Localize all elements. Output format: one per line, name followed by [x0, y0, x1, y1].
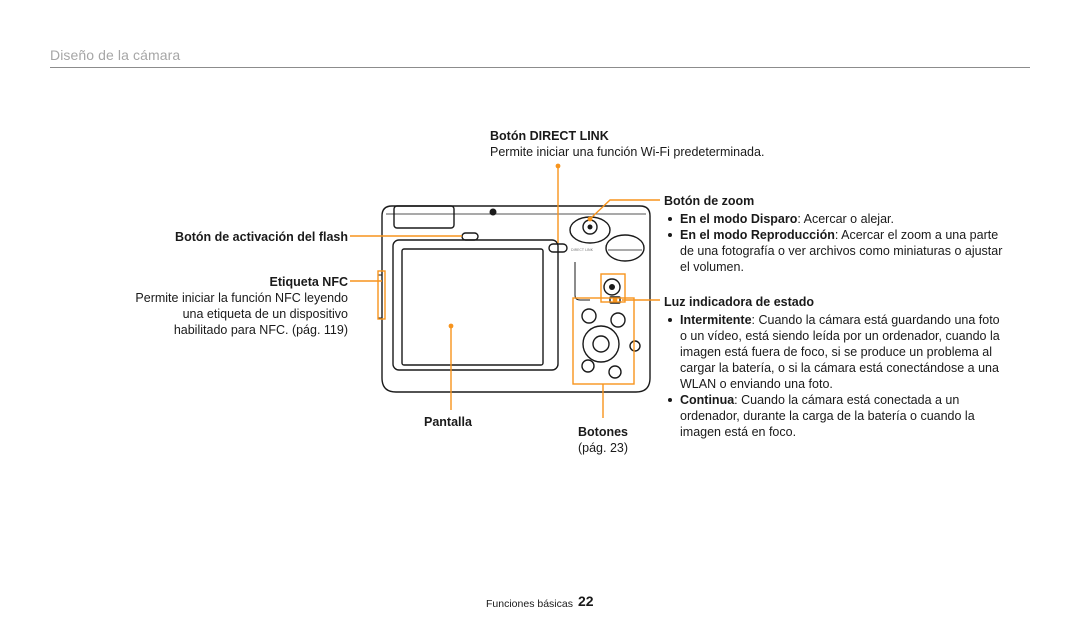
nfc-title: Etiqueta NFC [269, 275, 348, 289]
page-number: 22 [578, 593, 594, 609]
status-light-item-text: : Cuando la cámara está guardando una fo… [680, 313, 1000, 391]
direct-link-title: Botón DIRECT LINK [490, 129, 609, 143]
footer-label: Funciones básicas [486, 598, 573, 610]
direct-link-callout: Botón DIRECT LINK Permite iniciar una fu… [490, 128, 790, 160]
status-light-title: Luz indicadora de estado [664, 295, 815, 309]
status-light-item-term: Continua [680, 393, 735, 407]
status-light-item: Intermitente: Cuando la cámara está guar… [664, 312, 1008, 392]
zoom-item-term: En el modo Disparo [680, 212, 798, 226]
zoom-item-text: : Acercar o alejar. [797, 212, 894, 226]
zoom-callout: Botón de zoom En el modo Disparo: Acerca… [664, 193, 1008, 275]
zoom-item: En el modo Disparo: Acercar o alejar. [664, 211, 1008, 227]
section-title: Diseño de la cámara [50, 47, 181, 63]
screen-callout: Pantalla [424, 414, 504, 430]
status-light-item: Continua: Cuando la cámara está conectad… [664, 392, 1008, 440]
nfc-description-line: habilitado para NFC. (pág. 119) [173, 323, 348, 337]
zoom-item-term: En el modo Reproducción [680, 228, 835, 242]
buttons-page-ref: (pág. 23) [577, 441, 629, 455]
zoom-item: En el modo Reproducción: Acercar el zoom… [664, 227, 1008, 275]
status-light-callout: Luz indicadora de estado Intermitente: C… [664, 294, 1008, 440]
direct-link-description: Permite iniciar una función Wi-Fi predet… [490, 145, 765, 159]
zoom-title: Botón de zoom [664, 194, 755, 208]
buttons-title: Botones [578, 425, 628, 439]
flash-title: Botón de activación del flash [175, 230, 348, 244]
nfc-callout: Etiqueta NFC Permite iniciar la función … [120, 274, 348, 338]
status-light-item-text: : Cuando la cámara está conectada a un o… [680, 393, 975, 439]
svg-text:DIRECT LINK: DIRECT LINK [571, 248, 594, 252]
flash-callout: Botón de activación del flash [120, 229, 348, 245]
screen-title: Pantalla [424, 415, 472, 429]
zoom-item-text: : Acercar el zoom a una parte de una fot… [680, 228, 1003, 274]
nfc-description-line: Permite iniciar la función NFC leyendo [135, 291, 348, 305]
status-light-item-term: Intermitente [680, 313, 752, 327]
header-rule [50, 67, 1030, 68]
buttons-callout: Botones (pág. 23) [563, 424, 643, 456]
nfc-description-line: una etiqueta de un dispositivo [182, 307, 348, 321]
